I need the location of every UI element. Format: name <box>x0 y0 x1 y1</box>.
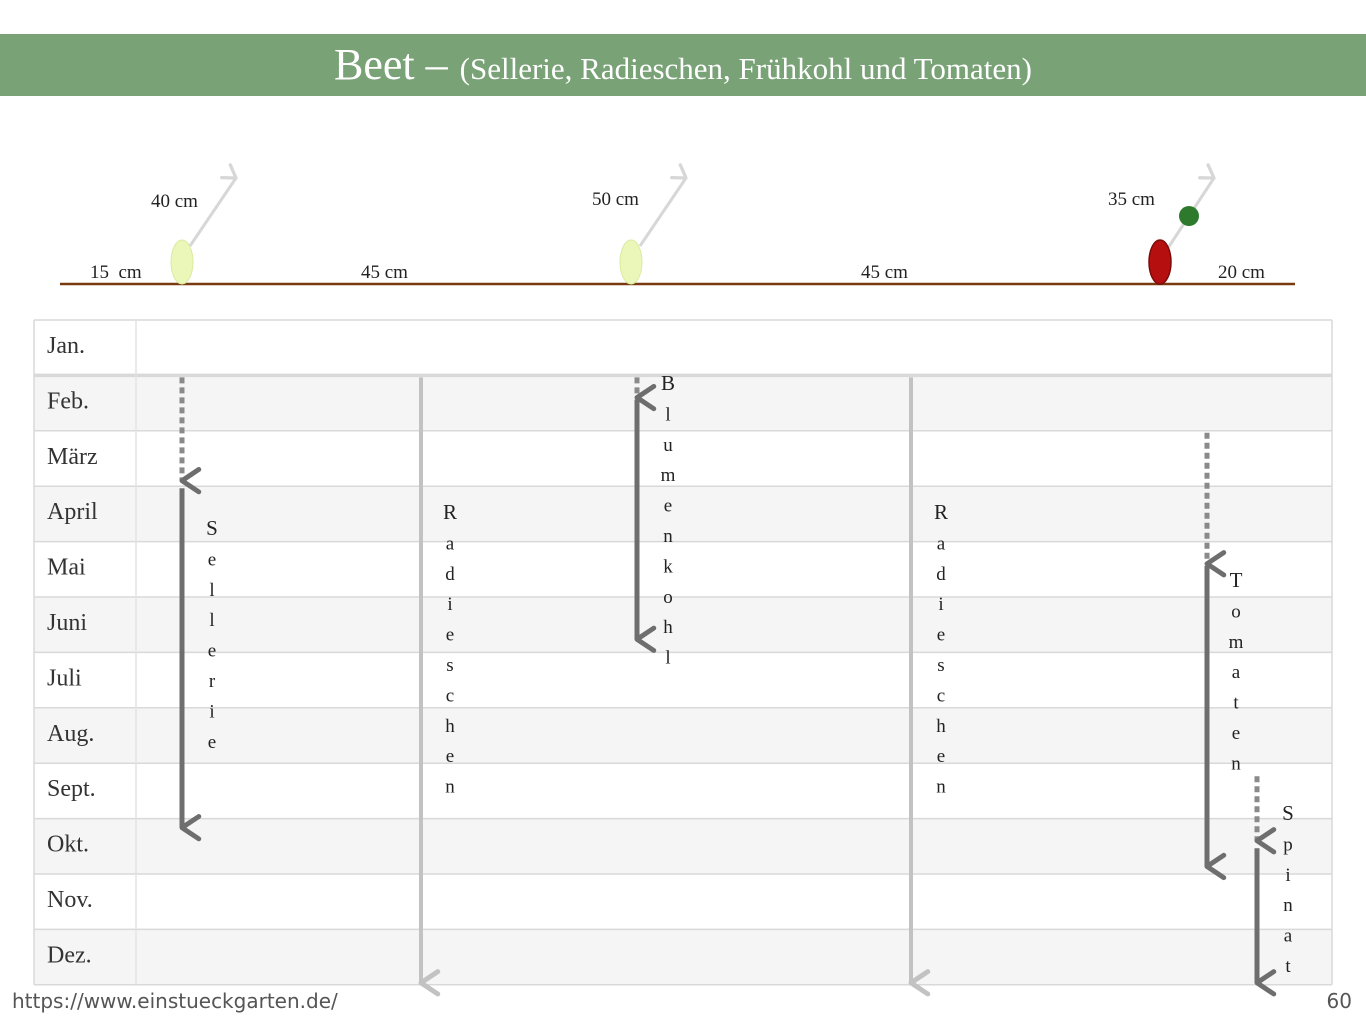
month-label: Nov. <box>47 887 93 913</box>
month-row <box>34 320 1332 376</box>
tomato-plant <box>1148 239 1172 285</box>
radieschen-2-label-letter: h <box>936 716 946 737</box>
month-row <box>34 486 1332 542</box>
spinat-label-letter: i <box>1285 865 1290 886</box>
month-label: Okt. <box>47 832 89 858</box>
month-row <box>34 541 1332 597</box>
blumenkohl-label-letter: l <box>665 648 670 669</box>
spinat-label-letter: t <box>1285 956 1291 977</box>
tomaten-label-letter: t <box>1233 693 1239 714</box>
tomaten-label-letter: m <box>1229 632 1244 653</box>
radieschen-1-label-letter: R <box>443 500 457 524</box>
radieschen-1-label-letter: e <box>446 746 454 767</box>
blumenkohl-label-letter: e <box>664 496 672 517</box>
distance-label-1: 40 cm <box>151 191 198 212</box>
tomato-fruit <box>1179 206 1199 226</box>
tomaten-label-letter: a <box>1232 662 1241 683</box>
gap-label-2: 45 cm <box>361 262 408 283</box>
month-row <box>34 652 1332 708</box>
month-row <box>34 375 1332 431</box>
distance-arrow-1 <box>188 163 238 247</box>
radieschen-2-label-letter: a <box>937 533 946 554</box>
radieschen-2-label-letter: c <box>937 685 945 706</box>
radieschen-1-label-letter: h <box>445 716 455 737</box>
radieschen-1-label-letter: d <box>445 564 455 585</box>
radieschen-2-label-letter: d <box>936 564 946 585</box>
blumenkohl-label-letter: u <box>663 435 673 456</box>
tomaten-label-letter: o <box>1231 601 1241 622</box>
month-label: Sept. <box>47 776 96 802</box>
title-bar: Beet – (Sellerie, Radieschen, Frühkohl u… <box>0 34 1366 96</box>
gap-label-1: 15 cm <box>90 262 142 283</box>
month-label: Mai <box>47 555 86 581</box>
month-row <box>34 430 1332 487</box>
radieschen-1-label-letter: n <box>445 777 455 798</box>
gap-label-3: 45 cm <box>861 262 908 283</box>
month-label: Aug. <box>47 721 94 747</box>
footer-url: https://www.einstueckgarten.de/ <box>12 989 338 1013</box>
tomaten-label-letter: e <box>1232 723 1240 744</box>
radieschen-2-label-letter: s <box>937 655 944 676</box>
distance-label-2: 50 cm <box>592 189 639 210</box>
page-subtitle: (Sellerie, Radieschen, Frühkohl und Toma… <box>459 50 1032 86</box>
sellerie-label-letter: e <box>208 549 216 570</box>
radieschen-1-label-letter: s <box>446 655 453 676</box>
month-row <box>34 597 1332 653</box>
month-label: Juni <box>47 610 87 636</box>
sellerie-label-letter: l <box>209 580 214 601</box>
page-title: Beet – <box>334 40 448 89</box>
month-row <box>34 707 1332 764</box>
month-label: April <box>47 499 98 525</box>
spinat-label-letter: a <box>1284 926 1293 947</box>
radieschen-2-label-letter: n <box>936 777 946 798</box>
blumenkohl-label-letter: h <box>663 617 673 638</box>
month-label: Juli <box>47 665 82 691</box>
spinat-label-letter: n <box>1283 895 1293 916</box>
month-label: Jan. <box>47 333 85 359</box>
page-number: 60 <box>1326 989 1352 1013</box>
month-row <box>34 763 1332 819</box>
radieschen-2-label-letter: R <box>934 500 948 524</box>
blumenkohl-label-letter: n <box>663 526 673 547</box>
gap-label-4: 20 cm <box>1218 262 1265 283</box>
blumenkohl-label-letter: B <box>661 371 675 395</box>
seedling-cauliflower <box>619 239 643 285</box>
radieschen-2-label-letter: i <box>938 594 943 615</box>
tomaten-label-letter: n <box>1231 753 1241 774</box>
radieschen-1-label-letter: a <box>446 533 455 554</box>
blumenkohl-label-letter: o <box>663 587 673 608</box>
sellerie-label-letter: e <box>208 732 216 753</box>
radieschen-1-label-letter: e <box>446 625 454 646</box>
blumenkohl-label-letter: m <box>661 465 676 486</box>
month-label: Feb. <box>47 388 89 414</box>
tomaten-label-letter: T <box>1230 568 1243 592</box>
radieschen-2-label-letter: e <box>937 746 945 767</box>
sellerie-label-letter: e <box>208 641 216 662</box>
sellerie-label-letter: S <box>206 516 218 540</box>
crop-arrows: SellerieRadieschenBlumenkohlRadieschenTo… <box>179 371 1294 997</box>
sellerie-label-letter: l <box>209 610 214 631</box>
month-row <box>34 874 1332 930</box>
blumenkohl-label-letter: l <box>665 404 670 425</box>
month-label: März <box>47 444 98 470</box>
spinat-label-letter: p <box>1283 834 1293 855</box>
month-row <box>34 929 1332 985</box>
radieschen-1-label-letter: c <box>446 685 454 706</box>
blumenkohl-label-letter: k <box>663 556 673 577</box>
sellerie-label-letter: i <box>209 701 214 722</box>
sellerie-label-letter: r <box>209 671 216 692</box>
distance-label-3: 35 cm <box>1108 189 1155 210</box>
radieschen-1-label-letter: i <box>447 594 452 615</box>
distance-arrow-2 <box>638 163 688 247</box>
radieschen-2-label-letter: e <box>937 625 945 646</box>
month-label: Dez. <box>47 942 92 968</box>
spinat-label-letter: S <box>1282 801 1294 825</box>
seedling-celery <box>170 239 194 285</box>
month-row <box>34 818 1332 874</box>
